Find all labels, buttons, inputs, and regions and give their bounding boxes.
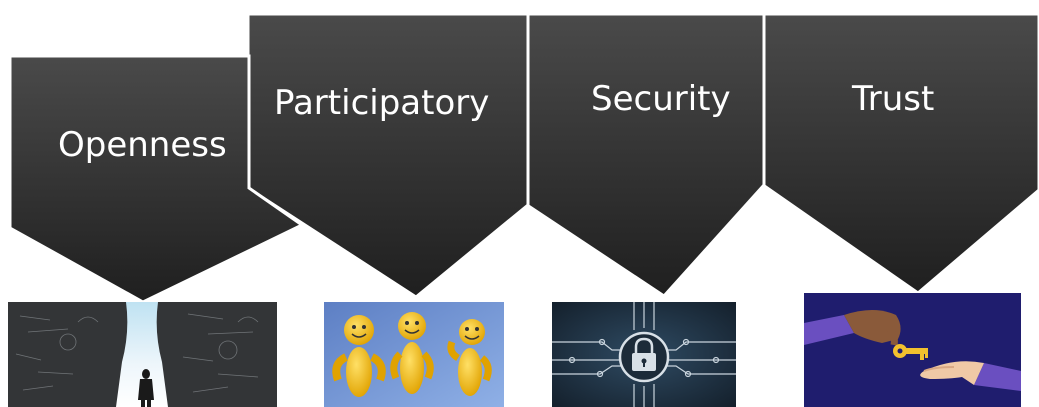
- chevron-step-3: [525, 12, 766, 298]
- step-3-label: Security: [591, 79, 731, 119]
- step-1-label: Openness: [58, 125, 227, 165]
- chevron-step-4: [761, 12, 1039, 295]
- key-handover-icon: [804, 293, 1021, 407]
- doorway-icon: [8, 302, 277, 407]
- chevron-step-2: [246, 12, 530, 299]
- circuit-lock-icon: [552, 302, 736, 407]
- step-2-label: Participatory: [274, 83, 490, 123]
- step-4-label: Trust: [852, 79, 935, 119]
- people-figures-icon: [324, 302, 504, 407]
- chevron-step-1: [8, 54, 305, 304]
